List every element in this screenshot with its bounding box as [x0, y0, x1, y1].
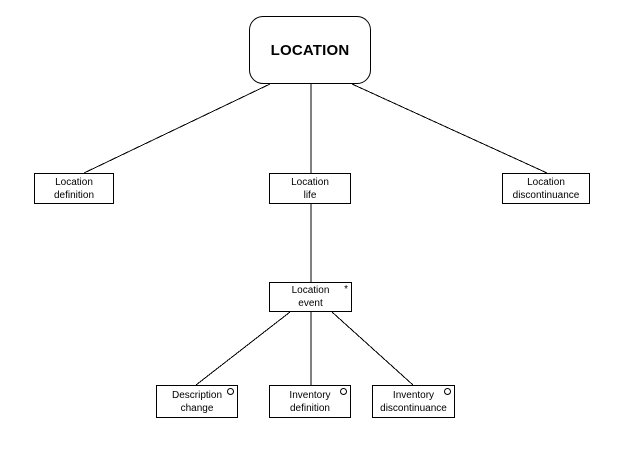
node-location-event-label: Location event — [291, 285, 330, 309]
node-inventory-definition: Inventory definition — [269, 385, 351, 418]
node-location-root: LOCATION — [249, 16, 371, 84]
node-inventory-discontinuance-label: Inventory discontinuance — [380, 389, 447, 414]
node-inventory-definition-label: Inventory definition — [289, 389, 331, 414]
connector-root-to-location-definition — [83, 83, 271, 174]
selection-marker-icon — [444, 388, 451, 395]
node-location-root-label: LOCATION — [270, 41, 350, 59]
connector-root-to-location-discontinuance — [351, 83, 548, 174]
node-inventory-discontinuance: Inventory discontinuance — [372, 385, 455, 418]
node-location-discontinuance-label: Location discontinuance — [512, 176, 580, 201]
node-location-event: Location event * — [269, 282, 352, 312]
node-location-definition-label: Location definition — [53, 176, 95, 201]
connector-event-to-inventory-discontinuance — [331, 311, 414, 386]
node-location-life: Location life — [269, 173, 351, 204]
node-location-life-label: Location life — [291, 176, 329, 201]
selection-marker-icon — [340, 388, 347, 395]
node-description-change-label: Description change — [171, 389, 223, 414]
node-location-discontinuance: Location discontinuance — [502, 173, 590, 204]
connector-event-to-description-change — [195, 311, 291, 386]
iteration-marker: * — [344, 284, 348, 295]
selection-marker-icon — [227, 388, 234, 395]
node-description-change: Description change — [156, 385, 238, 418]
node-location-definition: Location definition — [34, 173, 114, 204]
